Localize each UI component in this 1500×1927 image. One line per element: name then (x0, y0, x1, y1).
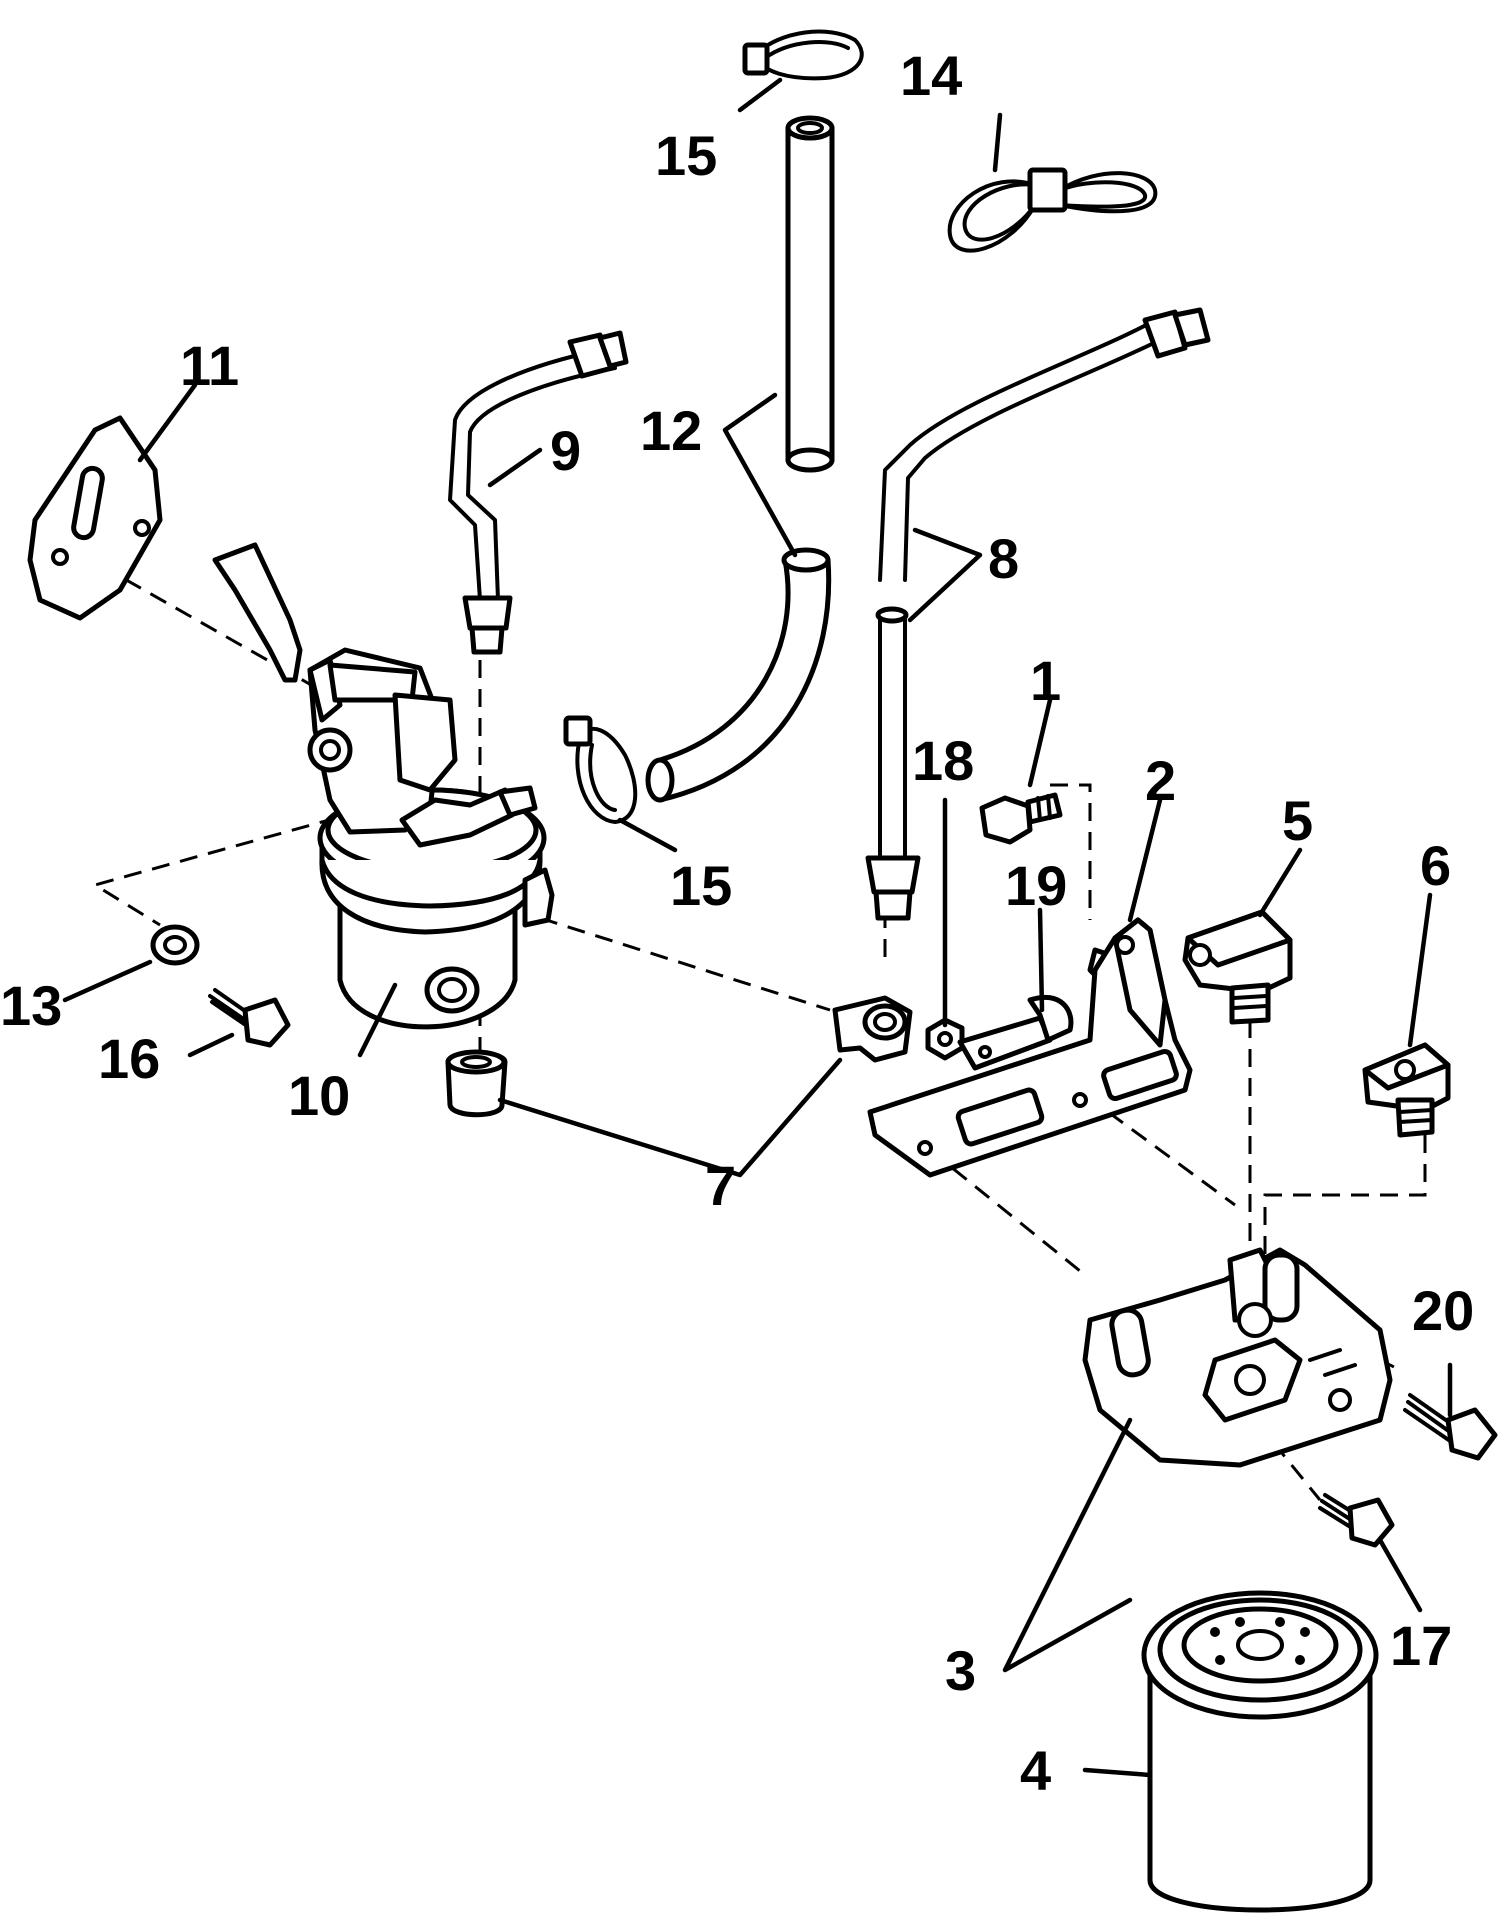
filter-head-part-3 (1082, 1247, 1393, 1468)
gasket-part-11 (27, 415, 163, 621)
callout-5: 5 (1282, 789, 1313, 852)
cable-tie-part-14 (947, 167, 1158, 253)
callout-6: 6 (1420, 834, 1451, 897)
bolt-part-1 (979, 792, 1063, 845)
callout-12: 12 (640, 399, 702, 462)
hose-clamp-part-15-top (742, 29, 864, 81)
fuel-line-part-9 (448, 330, 629, 655)
screw-part-16 (208, 988, 291, 1048)
callout-10: 10 (288, 1064, 350, 1127)
elbow-fitting-part-6 (1362, 1042, 1451, 1138)
callout-20: 20 (1412, 1279, 1474, 1342)
callout-1: 1 (1030, 649, 1061, 712)
callout-8: 8 (988, 527, 1019, 590)
callout-3: 3 (945, 1639, 976, 1702)
callout-19: 19 (1005, 854, 1067, 917)
filter-element-part-4 (1141, 1590, 1379, 1913)
screw-part-17 (1318, 1493, 1395, 1548)
hose-clamp-part-15-mid (563, 715, 638, 824)
callout-14: 14 (900, 44, 962, 107)
callout-15-top: 15 (655, 124, 717, 187)
fuel-pump-part-10 (212, 542, 555, 1030)
callout-11: 11 (180, 334, 239, 397)
callout-2: 2 (1145, 749, 1176, 812)
fitting-part-7-left (445, 1049, 508, 1118)
washer-part-13 (150, 924, 200, 966)
callout-7: 7 (705, 1154, 736, 1217)
elbow-fitting-part-7-right (832, 995, 913, 1063)
callout-labels: 1 2 3 4 5 6 7 8 9 10 11 12 13 14 15 15 1… (0, 44, 1474, 1802)
fuel-line-part-8 (865, 307, 1211, 921)
bracket-part-2 (867, 917, 1193, 1178)
callout-4: 4 (1020, 1739, 1051, 1802)
callout-9: 9 (550, 419, 581, 482)
hose-part-12 (645, 115, 835, 803)
callout-15-mid: 15 (670, 854, 732, 917)
callout-18: 18 (912, 729, 974, 792)
leader-lines (62, 77, 1453, 1778)
callout-17: 17 (1390, 1614, 1452, 1677)
bolt-part-20 (1403, 1393, 1498, 1461)
callout-16: 16 (98, 1027, 160, 1090)
elbow-fitting-part-5 (1182, 909, 1293, 1025)
callout-13: 13 (0, 974, 62, 1037)
